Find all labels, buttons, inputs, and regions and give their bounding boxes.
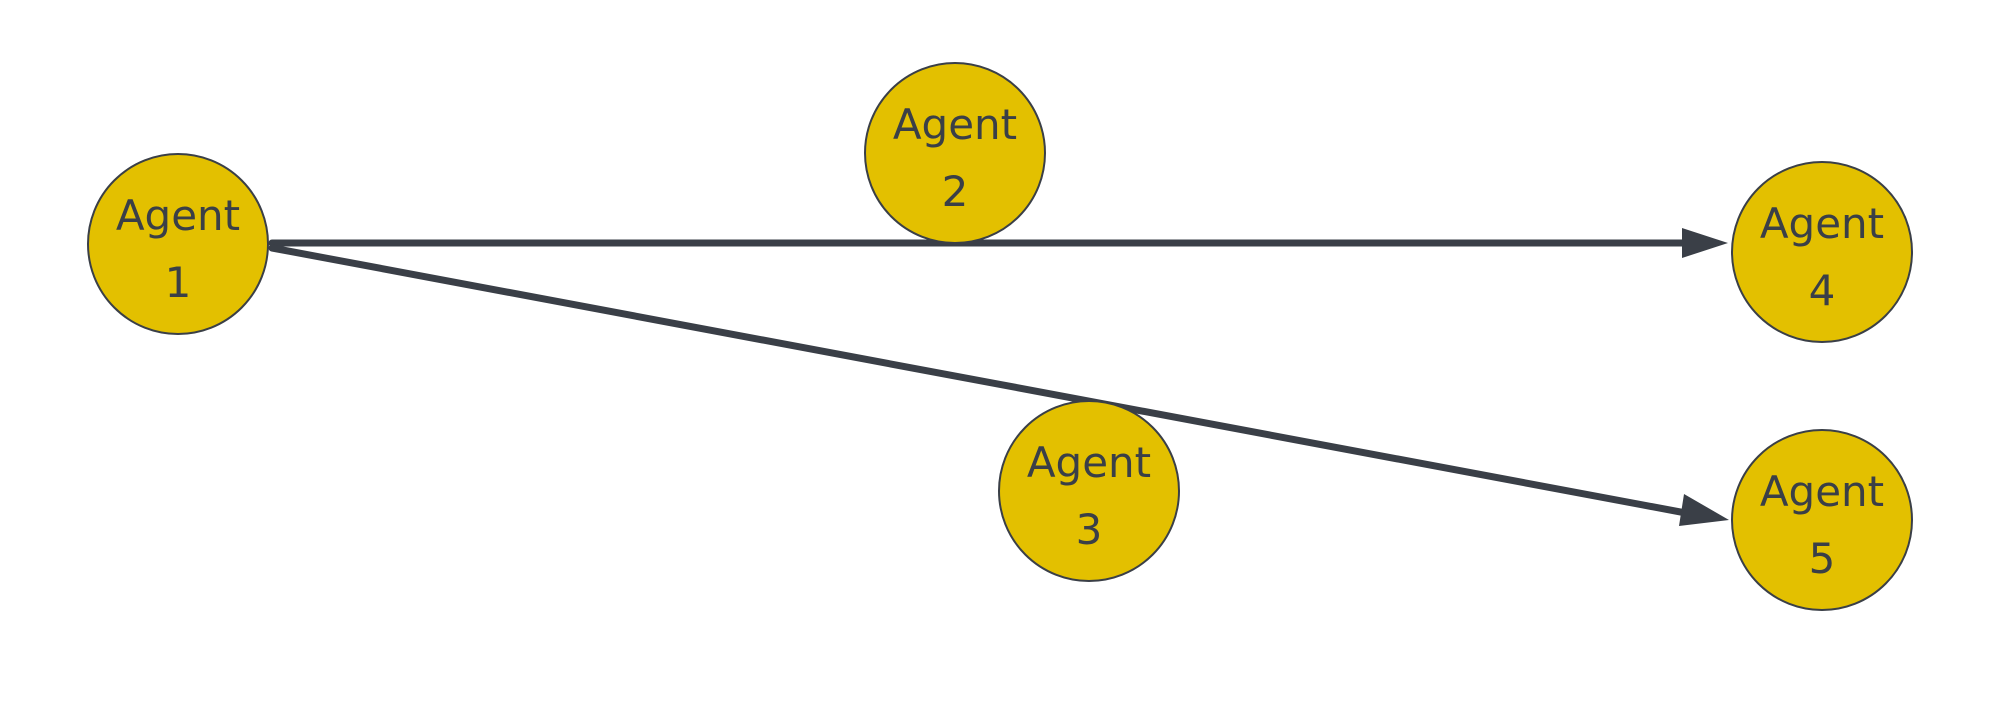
node-label-line1: Agent [1760,467,1884,516]
node-label-line1: Agent [116,191,240,240]
node-label-line1: Agent [893,100,1017,149]
node-label-line2: 3 [1076,505,1103,554]
node-label-line1: Agent [1760,199,1884,248]
node-label-line2: 2 [942,167,969,216]
edge-agent-1-to-agent-5 [268,244,1729,526]
node-agent-3[interactable]: Agent 3 [998,400,1180,582]
node-circle[interactable] [864,62,1046,244]
node-agent-4[interactable]: Agent 4 [1731,161,1913,343]
node-label-line2: 5 [1809,534,1836,583]
node-agent-2[interactable]: Agent 2 [864,62,1046,244]
edge-arrowhead [1682,228,1728,258]
node-circle[interactable] [1731,161,1913,343]
node-agent-1[interactable]: Agent 1 [87,153,269,335]
edge-line [268,244,1690,517]
edge-arrowhead [1679,494,1729,526]
edge-agent-1-to-agent-4 [268,228,1728,258]
nodes-layer: Agent 1 Agent 2 Agent 3 Agent 4 Agent 5 [87,62,1913,611]
node-circle[interactable] [998,400,1180,582]
edges-layer [268,228,1729,526]
node-label-line2: 1 [165,258,192,307]
node-agent-5[interactable]: Agent 5 [1731,429,1913,611]
node-label-line1: Agent [1027,438,1151,487]
node-circle[interactable] [1731,429,1913,611]
node-circle[interactable] [87,153,269,335]
node-label-line2: 4 [1809,266,1836,315]
